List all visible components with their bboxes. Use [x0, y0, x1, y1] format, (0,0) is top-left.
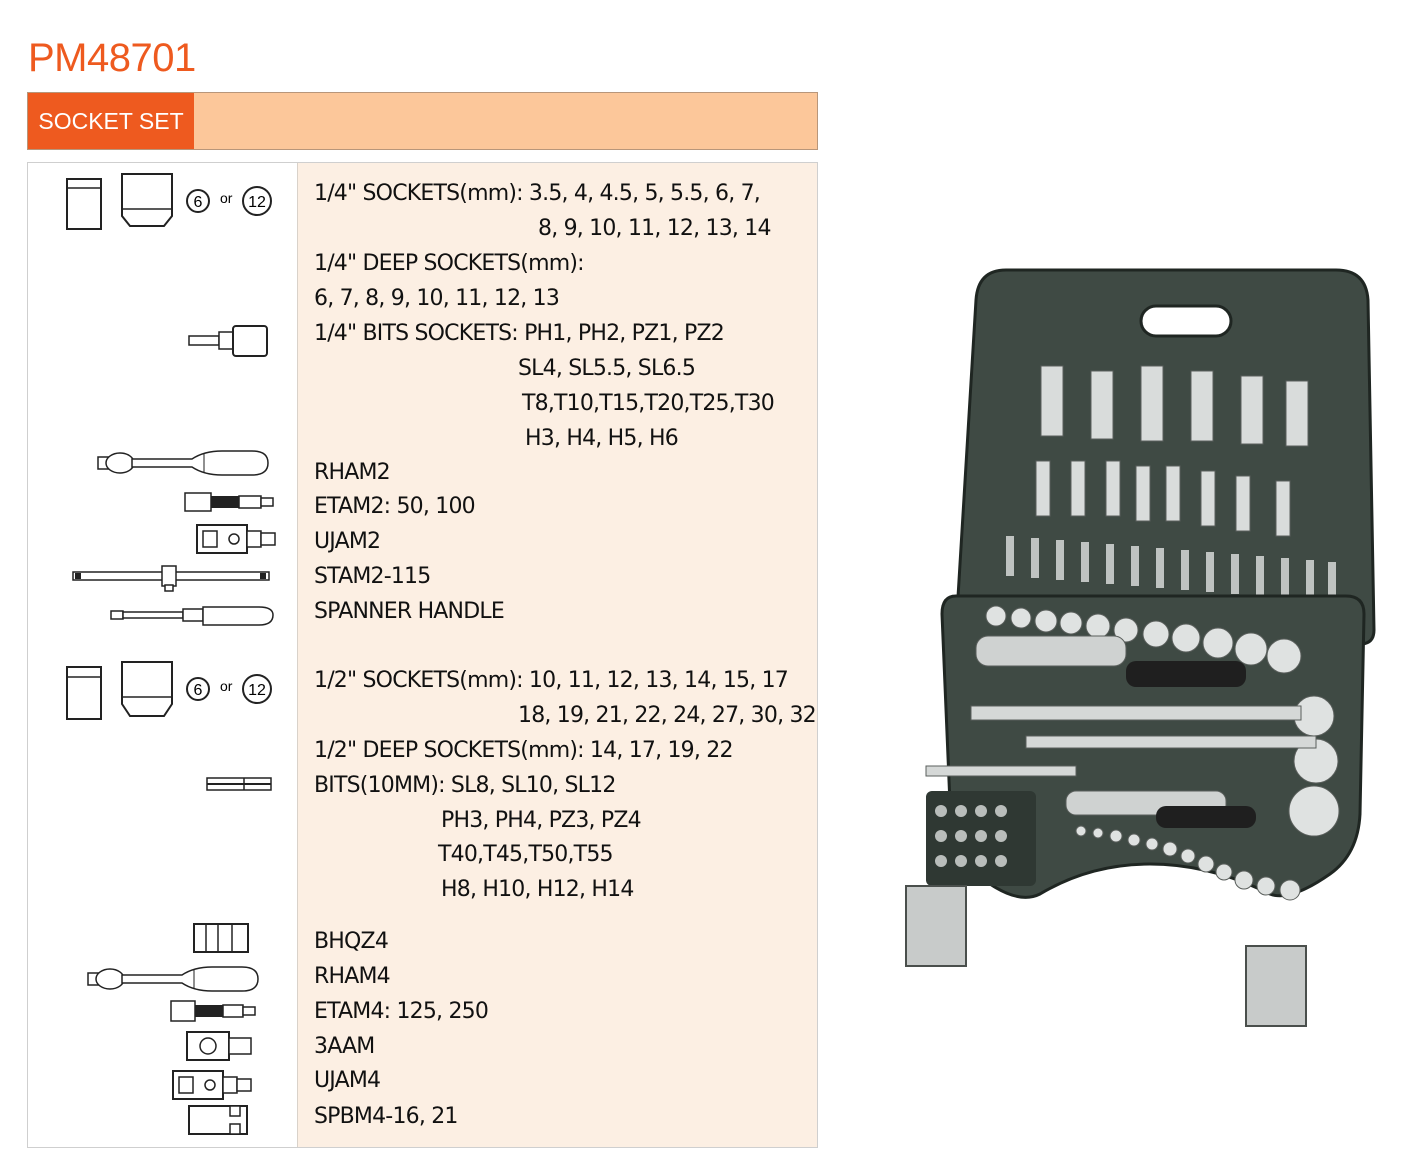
spec-panel: 6 or 12 [27, 162, 818, 1148]
spec-line: RHAM2 [314, 460, 391, 485]
spec-line: SL4, SL5.5, SL6.5 [518, 356, 696, 381]
product-photo [905, 268, 1376, 1027]
spec-line: BITS(10MM): SL8, SL10, SL12 [314, 773, 616, 798]
extension-bar-icon [184, 492, 274, 512]
bit-socket-icon [188, 325, 268, 357]
socket-icon: 6 or 12 [66, 173, 272, 230]
or-label: or [220, 678, 233, 694]
hex-6-label: 6 [194, 682, 203, 699]
hex-12-label: 12 [248, 682, 266, 699]
bit-icon [206, 777, 272, 791]
spec-line: T40,T45,T50,T55 [438, 842, 614, 867]
adaptor-icon [186, 1031, 252, 1061]
spec-line: 1/2" DEEP SOCKETS(mm): 14, 17, 19, 22 [314, 738, 733, 763]
spec-line: H8, H10, H12, H14 [441, 877, 634, 902]
extension-bar-large-icon [170, 1000, 256, 1022]
universal-joint-icon [196, 524, 276, 554]
bit-holder-icon [193, 923, 249, 953]
category-tab[interactable]: SOCKET SET [28, 93, 194, 149]
spec-line: 18, 19, 21, 22, 24, 27, 30, 32 [518, 703, 817, 728]
spanner-handle-icon [110, 606, 274, 626]
or-label: or [220, 190, 233, 206]
spec-line: 1/4" DEEP SOCKETS(mm): [314, 251, 585, 276]
spec-line: BHQZ4 [314, 929, 389, 954]
spec-line: 1/4" SOCKETS(mm): 3.5, 4, 4.5, 5, 5.5, 6… [314, 181, 761, 206]
spec-line: 6, 7, 8, 9, 10, 11, 12, 13 [314, 286, 560, 311]
spec-line: PH3, PH4, PZ3, PZ4 [441, 808, 642, 833]
case-lid [954, 268, 1376, 646]
spark-plug-socket-icon [188, 1105, 248, 1135]
product-code: PM48701 [28, 36, 196, 80]
spec-line: 1/2" SOCKETS(mm): 10, 11, 12, 13, 14, 15… [314, 668, 789, 693]
case-latch [905, 885, 1307, 1027]
spec-line: 1/4" BITS SOCKETS: PH1, PH2, PZ1, PZ2 [314, 321, 725, 346]
ratchet-handle-icon [97, 450, 269, 476]
socket-half-inch-icon: 6 or 12 [66, 661, 272, 720]
spec-line: RHAM4 [314, 964, 391, 989]
spec-text-column: 1/4" SOCKETS(mm): 3.5, 4, 4.5, 5, 5.5, 6… [297, 163, 817, 1147]
spec-line: H3, H4, H5, H6 [525, 426, 679, 451]
spec-line: STAM2-115 [314, 564, 431, 589]
sliding-tbar-icon [72, 565, 270, 592]
category-header: SOCKET SET [27, 92, 818, 150]
ratchet-handle-large-icon [87, 966, 259, 992]
spec-line: ETAM2: 50, 100 [314, 494, 476, 519]
spec-line: UJAM4 [314, 1068, 381, 1093]
case-base [925, 594, 1366, 901]
spec-line: 3AAM [314, 1034, 375, 1059]
spec-line: ETAM4: 125, 250 [314, 999, 489, 1024]
spec-line: T8,T10,T15,T20,T25,T30 [522, 391, 775, 416]
spec-line: SPBM4-16, 21 [314, 1104, 458, 1129]
spec-line: SPANNER HANDLE [314, 599, 505, 624]
spec-line: 8, 9, 10, 11, 12, 13, 14 [538, 216, 771, 241]
hex-12-label: 12 [248, 194, 266, 211]
hex-6-label: 6 [194, 194, 203, 211]
spec-line: UJAM2 [314, 529, 381, 554]
universal-joint-large-icon [172, 1070, 252, 1100]
